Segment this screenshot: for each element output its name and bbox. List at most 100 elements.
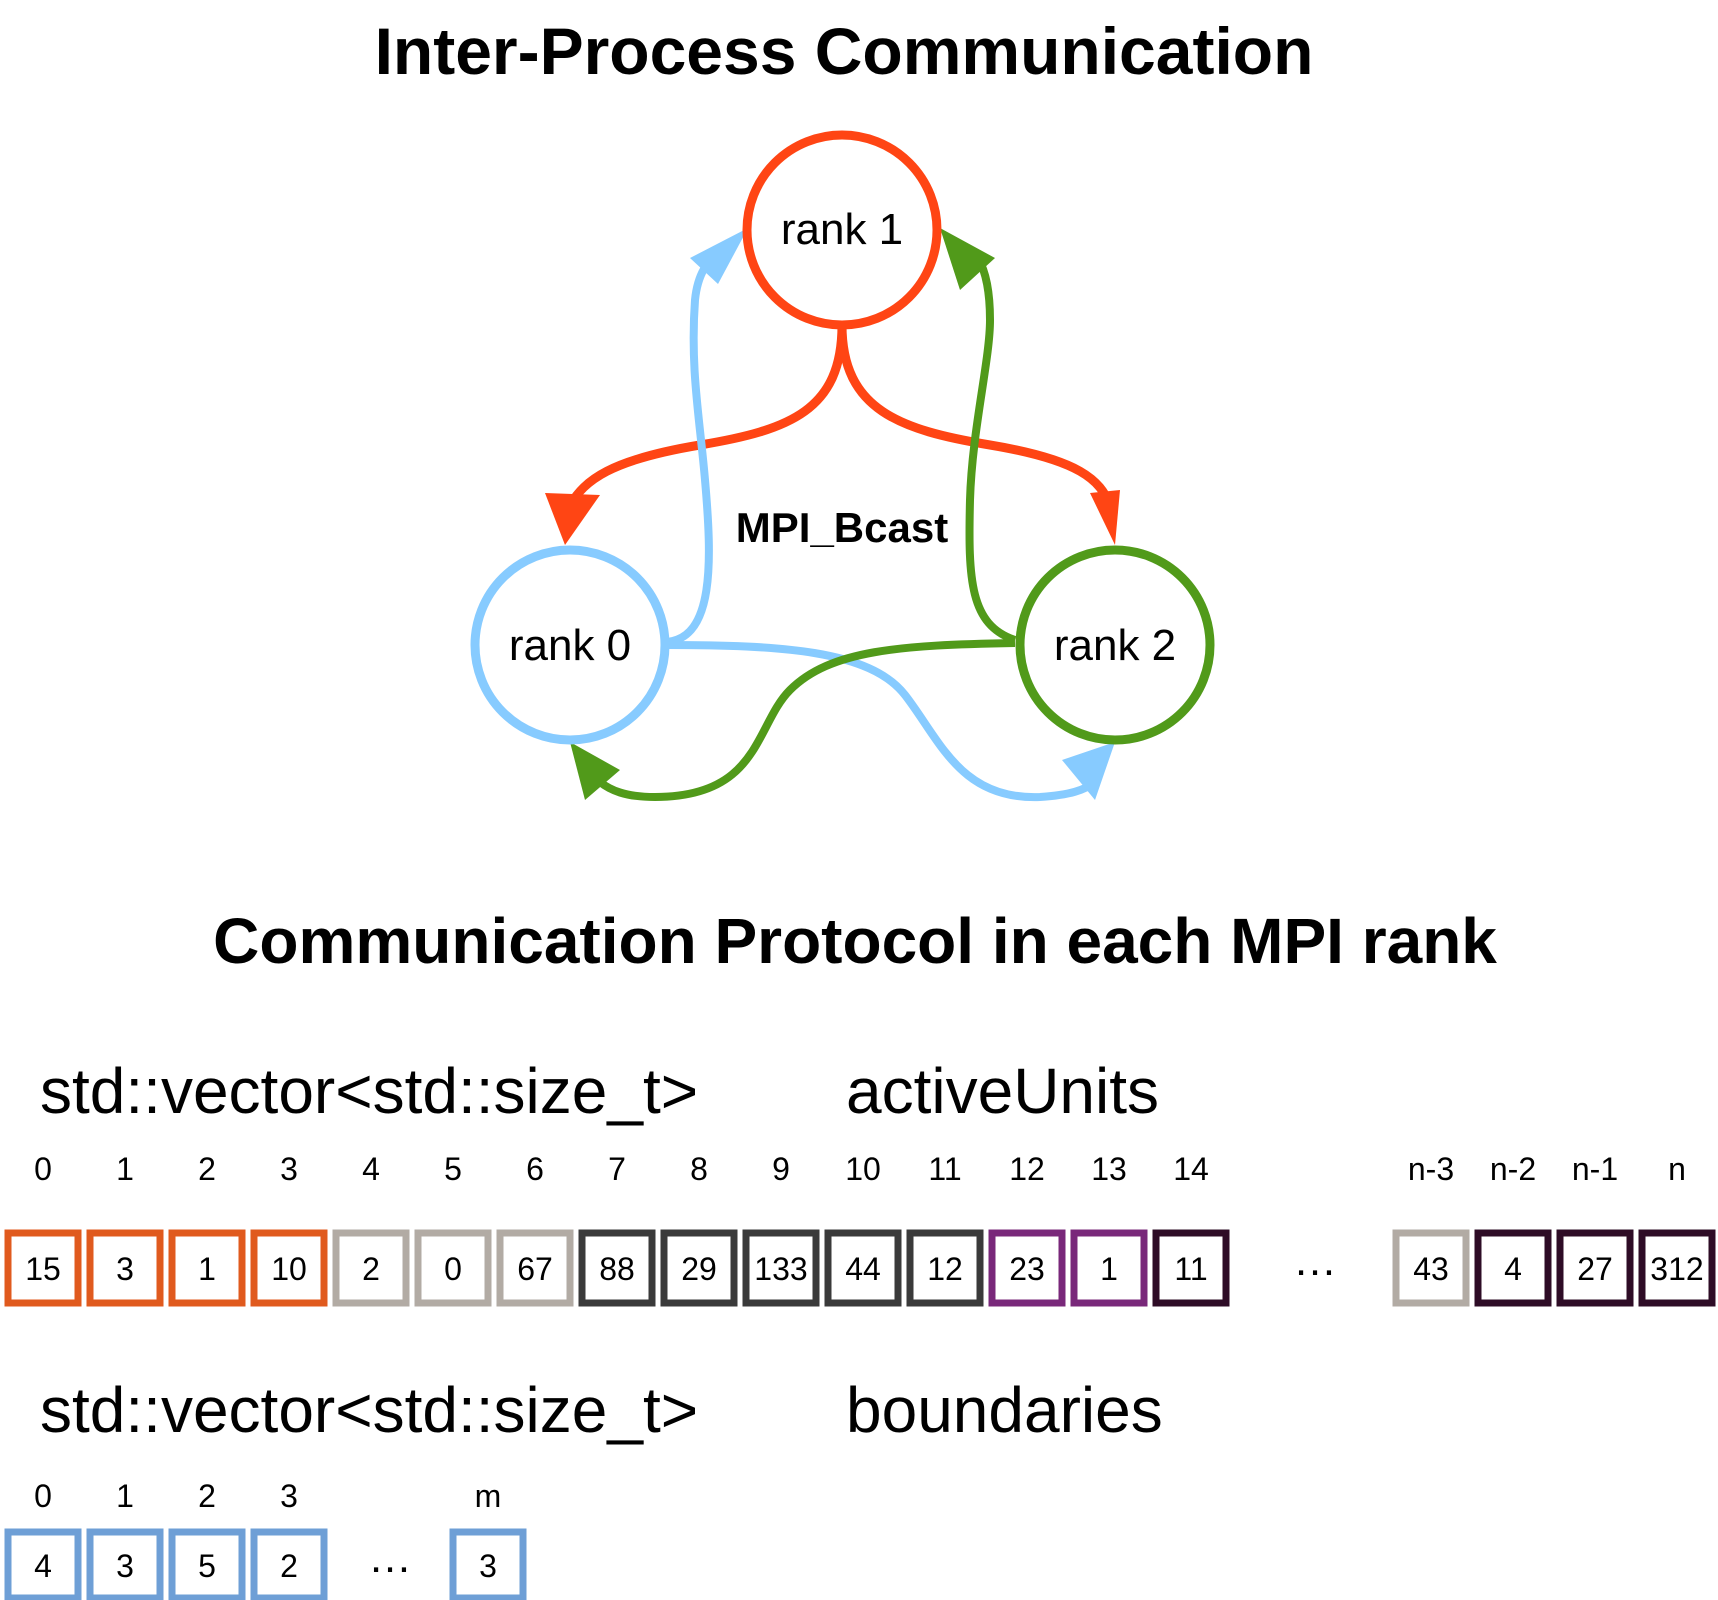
arrowhead-rank1-to-rank0 [545, 493, 600, 545]
cell-index: 11 [928, 1151, 961, 1187]
vector-name-label: activeUnits [846, 1055, 1159, 1127]
cell-index: m [475, 1478, 502, 1514]
node-rank1: rank 1 [742, 130, 942, 330]
cell-value: 4 [34, 1548, 52, 1584]
cell-value: 133 [754, 1251, 807, 1287]
cell-box [332, 1229, 410, 1307]
edge-rank0-to-rank2 [664, 641, 1098, 802]
rank0-broadcast-edges [664, 247, 1098, 802]
page-title: Inter-Process Communication [375, 14, 1314, 88]
cell-box [1638, 1229, 1716, 1307]
cell-index: n-3 [1408, 1151, 1454, 1187]
cell-index: 0 [34, 1478, 52, 1514]
cell-value: 312 [1650, 1251, 1703, 1287]
arrowhead-rank2-to-rank1 [940, 228, 995, 290]
cell-index: n-2 [1490, 1151, 1536, 1187]
cell-index: 2 [198, 1478, 216, 1514]
cell-box [988, 1229, 1066, 1307]
cell-value: 2 [362, 1251, 380, 1287]
cell-value: 3 [116, 1548, 134, 1584]
arrowhead-rank2-to-rank0 [570, 742, 620, 800]
vector-cell: 50 [414, 1151, 492, 1307]
rank2-broadcast-edges [597, 255, 1017, 802]
cell-box [168, 1229, 246, 1307]
cell-index: 10 [845, 1151, 881, 1187]
cell-index: 3 [280, 1151, 298, 1187]
vector-cell: n-24 [1474, 1151, 1552, 1307]
cell-index: 3 [280, 1478, 298, 1514]
cell-box [86, 1229, 164, 1307]
cell-index: 1 [116, 1478, 134, 1514]
cell-box [168, 1528, 246, 1600]
cell-box [4, 1229, 82, 1307]
activeunits-ellipsis: … [1293, 1236, 1337, 1285]
vector-boundaries: std::vector<std::size_t> boundaries 0413… [4, 1374, 1163, 1600]
cell-value: 2 [280, 1548, 298, 1584]
cell-box [414, 1229, 492, 1307]
cell-index: n-1 [1572, 1151, 1618, 1187]
vector-cell: 12 23 [988, 1151, 1066, 1307]
cell-index: n [1668, 1151, 1686, 1187]
cell-value: 29 [681, 1251, 717, 1287]
node-rank1-label: rank 1 [781, 205, 903, 254]
cell-value: 67 [517, 1251, 553, 1287]
cell-box [1556, 1229, 1634, 1307]
node-rank2-label: rank 2 [1054, 621, 1176, 670]
edge-rank2-to-rank1 [965, 255, 1017, 644]
cell-value: 1 [198, 1251, 216, 1287]
vector-cell: 13 [86, 1478, 164, 1600]
edge-rank0-to-rank1 [664, 247, 723, 646]
edge-rank2-to-rank0 [597, 639, 1016, 802]
cell-box [1392, 1229, 1470, 1307]
cell-box [4, 1528, 82, 1600]
cell-value: 44 [845, 1251, 881, 1287]
protocol-title: Communication Protocol in each MPI rank [213, 905, 1497, 977]
vector-cell: n-127 [1556, 1151, 1634, 1307]
edge-rank1-to-rank0 [566, 324, 847, 508]
vector-cell: 829 [660, 1151, 738, 1307]
vector-cell: 42 [332, 1151, 410, 1307]
cell-index: 1 [116, 1151, 134, 1187]
vector-cell: n-3 43 [1392, 1151, 1470, 1307]
arrowhead-rank0-to-rank2 [1062, 742, 1115, 800]
vector-cell: 04 [4, 1478, 82, 1600]
cell-value: 1 [1100, 1251, 1118, 1287]
vector-cell: 13 1 [1070, 1151, 1148, 1307]
cell-box [1152, 1229, 1230, 1307]
cell-value: 10 [271, 1251, 307, 1287]
cell-value: 3 [116, 1251, 134, 1287]
cell-value: 88 [599, 1251, 635, 1287]
cell-box [250, 1229, 328, 1307]
cell-box [250, 1528, 328, 1600]
cell-index: 13 [1091, 1151, 1127, 1187]
cell-index: 0 [34, 1151, 52, 1187]
vector-type-label: std::vector<std::size_t> [40, 1055, 698, 1127]
cell-index: 9 [772, 1151, 790, 1187]
cell-value: 23 [1009, 1251, 1045, 1287]
vector-cell: 25 [168, 1478, 246, 1600]
vector-activeunits: std::vector<std::size_t> activeUnits 015… [4, 1055, 1716, 1307]
vector-cell: 32 [250, 1478, 328, 1600]
cell-index: 4 [362, 1151, 380, 1187]
cell-box [1070, 1229, 1148, 1307]
cell-box [578, 1229, 656, 1307]
vector-cell: 9 133 [742, 1151, 820, 1307]
activeunits-cells: 0151321310425066778882991331044111212231… [4, 1151, 1716, 1307]
cell-value: 43 [1413, 1251, 1449, 1287]
vector-cell: 015 [4, 1151, 82, 1307]
vector-cell: 788 [578, 1151, 656, 1307]
vector-cell: 6 67 [496, 1151, 574, 1307]
vector-type-label: std::vector<std::size_t> [40, 1374, 698, 1446]
cell-index: 6 [526, 1151, 544, 1187]
cell-value: 0 [444, 1251, 462, 1287]
rank1-broadcast-edges [566, 324, 1115, 508]
arrowhead-rank1-to-rank2 [1090, 490, 1120, 545]
vector-cell: n 312 [1638, 1151, 1716, 1307]
cell-index: 2 [198, 1151, 216, 1187]
cell-value: 3 [479, 1548, 497, 1584]
cell-index: 12 [1009, 1151, 1045, 1187]
node-rank0-label: rank 0 [509, 621, 631, 670]
cell-index: 14 [1173, 1151, 1209, 1187]
